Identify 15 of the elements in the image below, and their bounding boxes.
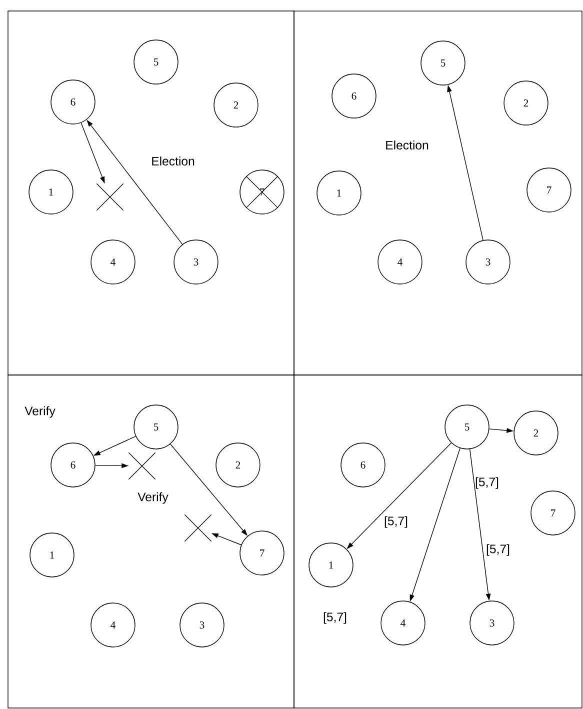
text-label: Election xyxy=(386,140,428,150)
cross-mark xyxy=(96,183,124,211)
text-label: [5,7] xyxy=(324,612,346,624)
cross-mark xyxy=(184,514,212,542)
text-label: Verify xyxy=(24,406,56,418)
panel-frame xyxy=(8,374,294,708)
panel-frame xyxy=(294,374,582,708)
panel-frame xyxy=(8,10,294,376)
text-label: [5,7] xyxy=(384,516,408,528)
text-label: [5,7] xyxy=(476,477,498,489)
cross-mark xyxy=(128,452,156,480)
text-label: Verify xyxy=(138,492,168,504)
text-label: Election xyxy=(152,156,194,166)
text-label: [5,7] xyxy=(486,544,510,556)
panel-frame xyxy=(294,10,582,376)
